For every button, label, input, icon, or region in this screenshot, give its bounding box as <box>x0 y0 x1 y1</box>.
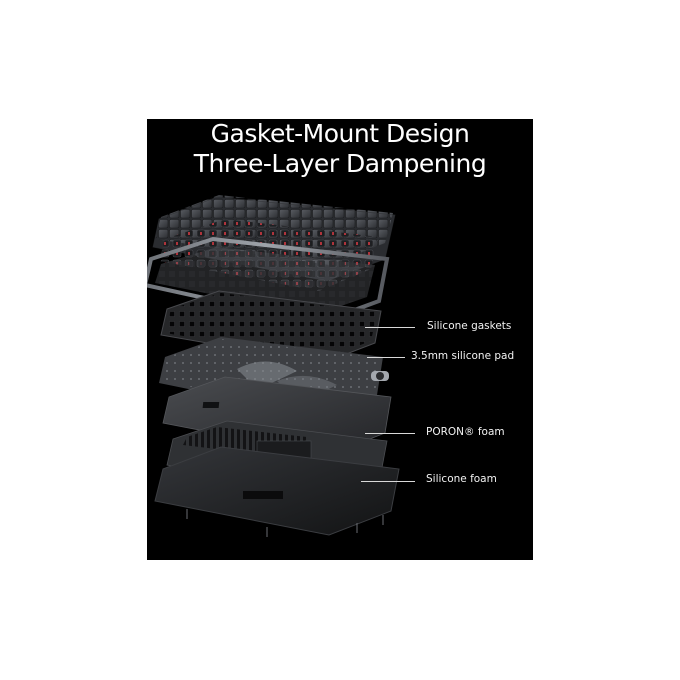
silicone-gaskets-layer <box>160 290 382 364</box>
callout-line-poron-foam <box>365 433 415 434</box>
callout-silicone-pad: 3.5mm silicone pad <box>411 350 515 362</box>
exploded-keyboard-view <box>147 195 400 537</box>
callout-line-silicone-gaskets <box>365 327 415 328</box>
bottom-case-layer <box>154 446 400 537</box>
callout-line-silicone-foam <box>361 481 415 482</box>
callout-silicone-foam: Silicone foam <box>426 473 497 485</box>
callout-poron-foam: PORON® foam <box>426 426 505 438</box>
callout-line-silicone-pad <box>367 357 405 358</box>
product-diagram-panel: Gasket-Mount Design Three-Layer Dampenin… <box>147 119 533 560</box>
title-line-2: Three-Layer Dampening <box>193 149 487 178</box>
callout-silicone-gaskets: Silicone gaskets <box>427 320 512 332</box>
title-line-1: Gasket-Mount Design <box>210 119 470 148</box>
top-plate-layer <box>147 236 390 326</box>
